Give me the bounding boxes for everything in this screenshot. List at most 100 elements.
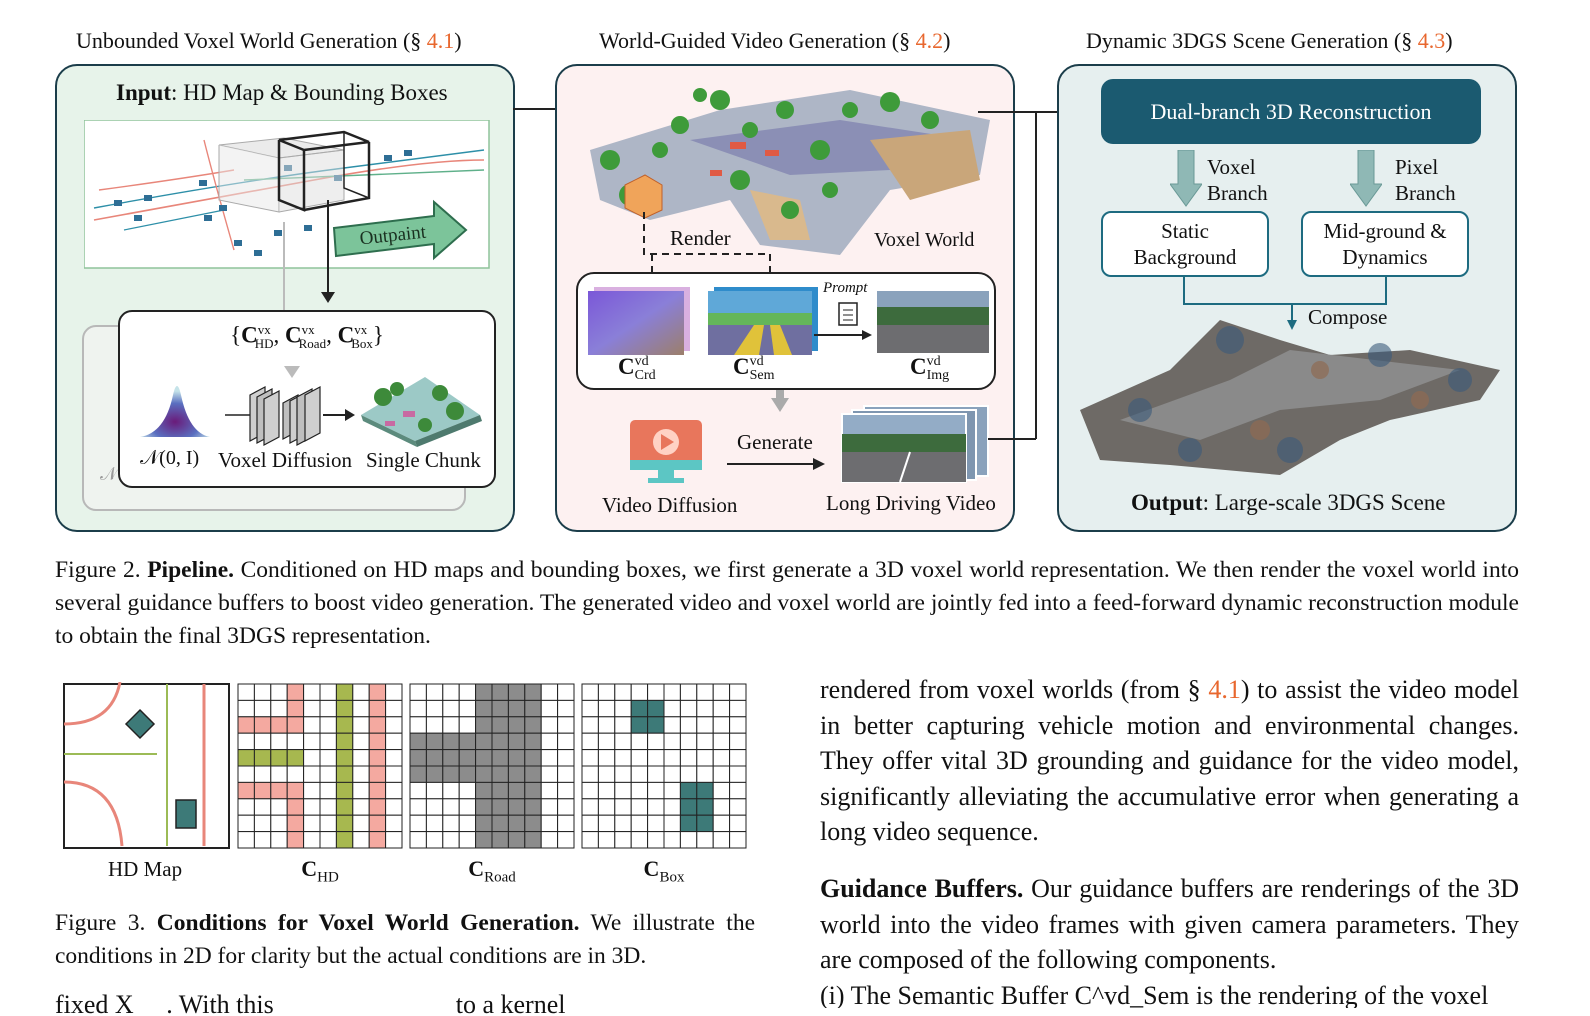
grid-cell [663, 798, 681, 816]
grid-cell [425, 716, 444, 734]
grid-cell [597, 749, 616, 767]
grid-cell [696, 765, 714, 783]
grid-cell [524, 781, 542, 800]
grid-cell [319, 683, 337, 701]
grid-cell [475, 732, 493, 751]
grid-cell [303, 683, 321, 701]
grid-cell [385, 699, 403, 718]
grid-cell [409, 699, 427, 718]
connector-line [283, 222, 285, 326]
grid-cell [270, 831, 288, 849]
grid-cell [729, 683, 747, 701]
grid-cell [335, 749, 354, 767]
grid-cell [335, 683, 354, 701]
compose-connector [1183, 276, 1387, 330]
grid-cell [385, 831, 403, 849]
grid-cell [442, 798, 460, 816]
grid-cell [507, 765, 526, 783]
grid-cell [409, 716, 427, 734]
grid-cell [729, 765, 747, 783]
grid-cell [352, 814, 370, 833]
grid-cell [507, 716, 526, 734]
grid-cell [663, 831, 681, 849]
grid-cell [647, 831, 665, 849]
grid-cell [442, 781, 460, 800]
grid-cell [286, 699, 305, 718]
c-road-label: CRoad [468, 856, 516, 886]
cutoff-line: fixed X . With this to a kernel [55, 990, 566, 1016]
grid-cell [385, 683, 403, 701]
grid-cell [319, 765, 337, 783]
condition-set: {CvxHD, CvxRoad, CvxBox} [230, 322, 384, 352]
grid-cell [647, 798, 665, 816]
grid-cell [442, 765, 460, 783]
grid-cell [253, 765, 272, 783]
grid-cell [237, 798, 255, 816]
grid-cell [253, 732, 272, 751]
grid-cell [335, 831, 354, 849]
grid-cell [663, 814, 681, 833]
grid-cell [491, 683, 509, 701]
long-driving-video-frames [841, 405, 989, 483]
right-para-3: (i) The Semantic Buffer C^vd_Sem is the … [820, 981, 1489, 1008]
voxel-diffusion-diagram [140, 377, 482, 447]
grid-cell [286, 732, 305, 751]
grid-cell [475, 699, 493, 718]
grid-cell [679, 699, 698, 718]
grid-cell [409, 732, 427, 751]
grid-cell [557, 831, 575, 849]
grid-cell [368, 749, 387, 767]
generate-arrow [727, 458, 825, 470]
grid-cell [253, 699, 272, 718]
grid-cell [286, 814, 305, 833]
grid-cell [442, 732, 460, 751]
down-arrow-icon [284, 366, 300, 378]
grid-cell [442, 814, 460, 833]
grid-cell [581, 683, 599, 701]
grid-cell [557, 798, 575, 816]
grid-cell [319, 781, 337, 800]
grid-cell [385, 749, 403, 767]
input-label: Input: HD Map & Bounding Boxes [116, 80, 448, 105]
grid-cell [679, 781, 698, 800]
grid-cell [614, 831, 632, 849]
grid-cell [458, 732, 477, 751]
grid-cell [630, 765, 649, 783]
grid-cell [729, 814, 747, 833]
grid-cell [647, 716, 665, 734]
grid-cell [524, 749, 542, 767]
grid-cell [712, 814, 731, 833]
grid-cell [286, 765, 305, 783]
grid-cell [524, 831, 542, 849]
grid-cell [696, 683, 714, 701]
grid-cell [524, 814, 542, 833]
grid-cell [253, 716, 272, 734]
grid-cell [614, 765, 632, 783]
grid-cell [507, 814, 526, 833]
grid-cell [524, 765, 542, 783]
grid-cell [524, 699, 542, 718]
grid-cell [385, 765, 403, 783]
grid-cell [237, 699, 255, 718]
grid-cell [475, 831, 493, 849]
grid-cell [630, 699, 649, 718]
grid-cell [647, 683, 665, 701]
grid-cell [270, 716, 288, 734]
grid-cell [458, 749, 477, 767]
grid-cell [491, 781, 509, 800]
grid-cell [319, 798, 337, 816]
grid-cell [425, 831, 444, 849]
grid-cell [253, 814, 272, 833]
grid-cell [729, 749, 747, 767]
grid-cell [270, 765, 288, 783]
grid-cell [507, 699, 526, 718]
grid-cell [630, 798, 649, 816]
grid-cell [352, 732, 370, 751]
grid-cell [303, 814, 321, 833]
grid-cell [491, 798, 509, 816]
section-title-voxel-world: Unbounded Voxel World Generation (§ 4.1) [76, 28, 462, 53]
grid-cell [253, 781, 272, 800]
grid-cell [647, 765, 665, 783]
grid-cell [475, 814, 493, 833]
grid-cell [540, 732, 559, 751]
